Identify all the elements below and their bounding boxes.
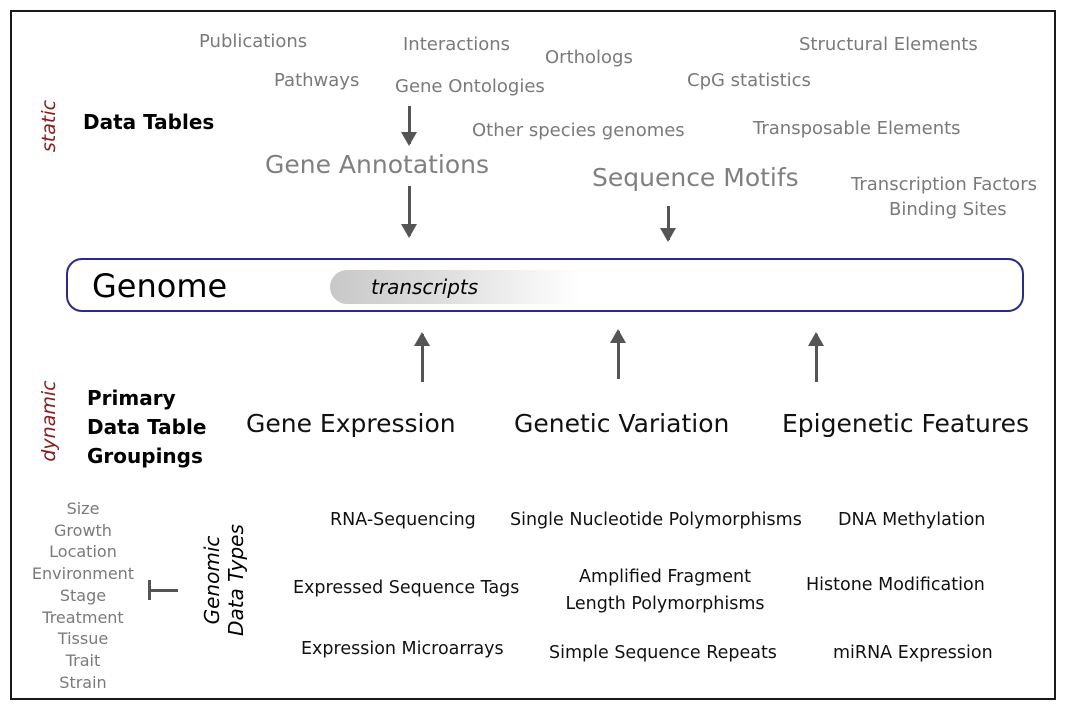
- data-type-mirna: miRNA Expression: [833, 643, 993, 663]
- data-type-aflp: Amplified Fragment Length Polymorphisms: [560, 564, 770, 618]
- trait-item: Treatment: [42, 607, 124, 627]
- data-type-dna-methylation: DNA Methylation: [838, 510, 986, 530]
- source-cpg-statistics: CpG statistics: [687, 70, 811, 91]
- arrow-down-ontologies: [401, 106, 417, 146]
- arrow-up-epigenetic-features: [808, 332, 824, 382]
- trait-item: Location: [49, 542, 117, 562]
- dynamic-side-label: dynamic: [38, 380, 60, 462]
- source-structural-elements: Structural Elements: [799, 34, 978, 55]
- trait-item: Size: [66, 499, 100, 518]
- data-type-rna-seq: RNA-Sequencing: [330, 510, 476, 530]
- source-tfbs-line2: Binding Sites: [889, 199, 1007, 220]
- data-type-aflp-line-1: Amplified Fragment: [579, 567, 751, 587]
- source-transposable-elements: Transposable Elements: [753, 118, 961, 139]
- primary-groupings-line-3: Groupings: [87, 444, 203, 468]
- source-other-species-genomes: Other species genomes: [472, 120, 685, 141]
- source-interactions: Interactions: [403, 34, 511, 55]
- data-type-snp: Single Nucleotide Polymorphisms: [510, 510, 802, 530]
- gene-expression-label: Gene Expression: [246, 409, 456, 438]
- trait-item: Environment: [31, 564, 135, 584]
- tee-connector-stem: [148, 589, 178, 592]
- source-publications: Publications: [199, 31, 308, 52]
- static-side-label: static: [38, 99, 60, 153]
- transcripts-band: [330, 270, 580, 304]
- source-orthologs: Orthologs: [545, 47, 633, 68]
- data-type-microarrays: Expression Microarrays: [301, 639, 504, 659]
- arrow-up-genetic-variation: [610, 329, 626, 379]
- genomic-data-types-label: Genomic Data Types: [200, 520, 248, 640]
- sequence-motifs-label: Sequence Motifs: [592, 163, 799, 192]
- trait-item: Stage: [59, 585, 107, 605]
- data-type-ssr: Simple Sequence Repeats: [549, 643, 777, 663]
- trait-item: Growth: [54, 520, 112, 540]
- arrow-down-sequence-motifs: [660, 206, 676, 242]
- data-type-est: Expressed Sequence Tags: [293, 578, 520, 598]
- genome-label: Genome: [92, 267, 228, 305]
- primary-groupings-line-1: Primary: [87, 386, 176, 410]
- trait-list: Size Growth Location Environment Stage T…: [28, 498, 138, 693]
- data-type-aflp-line-2: Length Polymorphisms: [565, 594, 765, 614]
- trait-item: Strain: [59, 672, 107, 692]
- genetic-variation-label: Genetic Variation: [514, 409, 730, 438]
- gene-annotations-label: Gene Annotations: [265, 150, 490, 179]
- epigenetic-features-label: Epigenetic Features: [782, 409, 1030, 438]
- source-tfbs-line1: Transcription Factors: [851, 174, 1037, 195]
- trait-item: Tissue: [57, 629, 109, 649]
- transcripts-label: transcripts: [371, 275, 479, 299]
- data-type-histone: Histone Modification: [806, 575, 985, 595]
- genomic-label-line-2: Data Types: [224, 524, 248, 636]
- genome-bar: [66, 258, 1024, 312]
- primary-groupings-title: Primary Data Table Groupings: [87, 384, 206, 471]
- arrow-down-gene-annotations: [401, 186, 417, 238]
- source-pathways: Pathways: [274, 70, 360, 91]
- primary-groupings-line-2: Data Table: [87, 415, 207, 439]
- diagram-frame: [10, 10, 1056, 700]
- source-gene-ontologies: Gene Ontologies: [395, 76, 545, 97]
- data-tables-title: Data Tables: [83, 110, 215, 134]
- arrow-up-gene-expression: [414, 332, 430, 382]
- genomic-label-line-1: Genomic: [200, 535, 224, 625]
- trait-item: Trait: [65, 650, 101, 670]
